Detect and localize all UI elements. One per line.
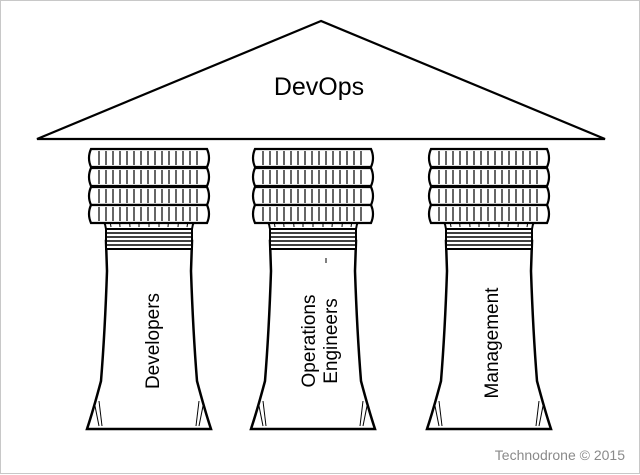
pillar-label-operations: Operations [299, 295, 320, 388]
roof-label: DevOps [274, 73, 364, 101]
pillar-developers: Developers [87, 149, 211, 429]
pillar-label-management: Management [482, 287, 503, 399]
roof [36, 19, 606, 141]
pillar-label-engineers: Engineers [321, 298, 342, 384]
pillar-label-developers: Developers [143, 293, 164, 389]
watermark: Technodrone © 2015 [494, 447, 625, 463]
pillar-operations-engineers: Operations Engineers [251, 149, 375, 429]
pillar-management: Management [427, 149, 551, 429]
